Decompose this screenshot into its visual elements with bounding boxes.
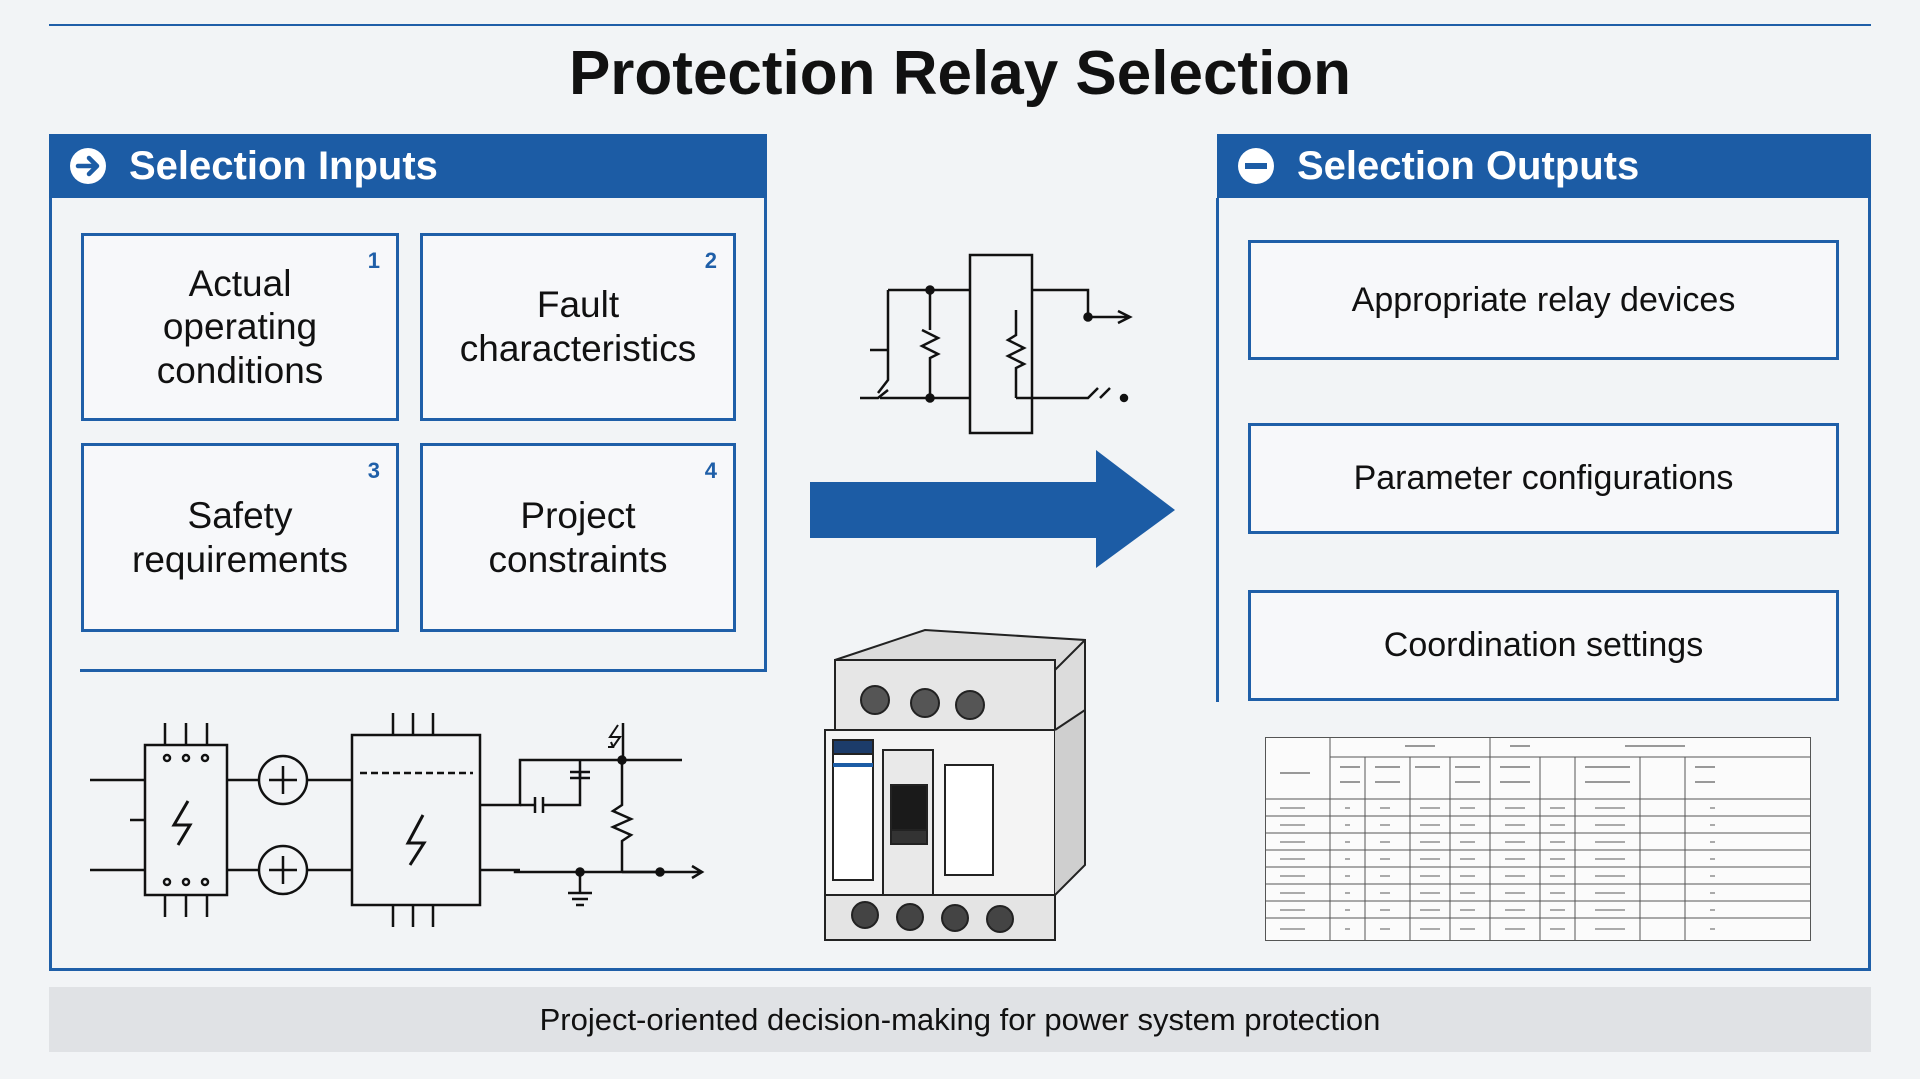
inputs-frame-left [49,198,52,971]
input-number: 2 [704,248,717,273]
input-label: Safety requirements [132,494,348,580]
inputs-heading: Selection Inputs [129,143,438,188]
relay-schematic-icon [860,253,1133,435]
output-label: Coordination settings [1383,626,1704,664]
settings-table-icon [1265,737,1811,941]
output-card-1: Appropriate relay devices [1248,240,1839,360]
frame-bottom [49,968,1871,971]
top-rule [49,24,1871,26]
input-number: 3 [367,458,380,483]
minus-circle-icon [1238,148,1274,184]
page-title: Protection Relay Selection [568,39,1352,108]
circuit-diagram-icon [90,713,705,927]
output-card-2: Parameter configurations [1248,423,1839,534]
outputs-heading: Selection Outputs [1297,143,1640,188]
input-number: 1 [367,248,380,273]
inputs-header: Selection Inputs [49,134,767,198]
input-label: Actual operating conditions [156,262,324,391]
input-number: 4 [704,458,717,483]
input-card-1: 1 Actual operating conditions [81,233,399,421]
input-label: Project constraints [488,494,668,580]
footer-caption: Project-oriented decision-making for pow… [49,987,1871,1052]
output-card-3: Coordination settings [1248,590,1839,701]
outputs-frame-right [1868,198,1871,971]
output-label: Appropriate relay devices [1351,280,1736,319]
outputs-header: Selection Outputs [1217,134,1871,198]
input-card-4: 4 Project constraints [420,443,736,632]
output-label: Parameter configurations [1353,459,1734,497]
inputs-frame-right [764,198,767,672]
flow-arrow-icon [810,450,1175,568]
circuit-breaker-icon [824,628,1086,941]
input-card-3: 3 Safety requirements [81,443,399,632]
arrow-right-circle-icon [70,148,106,184]
outputs-frame-left [1216,198,1219,702]
input-label: Fault characteristics [459,284,697,369]
input-card-2: 2 Fault characteristics [420,233,736,421]
inputs-frame-bottom [80,669,767,672]
